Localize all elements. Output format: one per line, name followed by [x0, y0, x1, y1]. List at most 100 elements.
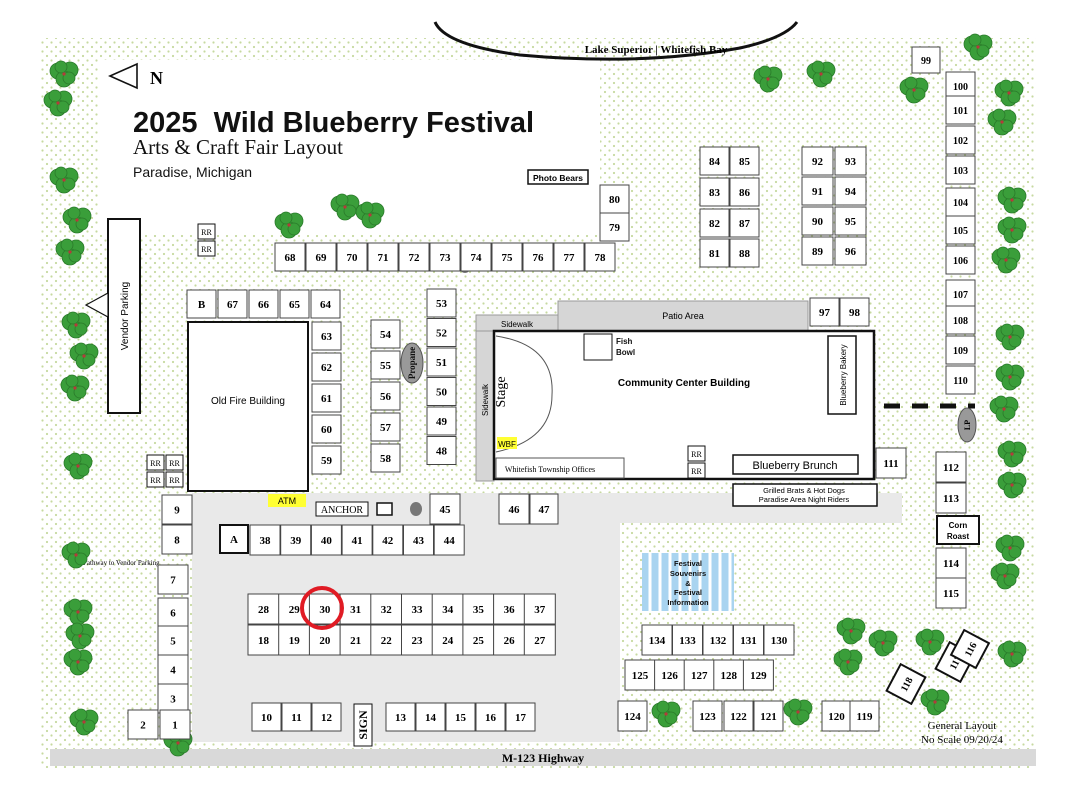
booth-B[interactable]: B	[186, 289, 217, 319]
booth-124[interactable]: 124	[617, 700, 648, 732]
booth-69[interactable]: 69	[305, 242, 337, 272]
booth-23[interactable]: 23	[401, 624, 433, 656]
booth-52[interactable]: 52	[426, 318, 457, 347]
booth-50[interactable]: 50	[426, 377, 457, 406]
booth-61[interactable]: 61	[311, 383, 342, 413]
booth-127[interactable]: 127	[683, 659, 715, 691]
booth-103[interactable]: 103	[945, 155, 976, 185]
booth-46[interactable]: 46	[498, 493, 530, 525]
booth-96[interactable]: 96	[834, 236, 867, 266]
booth-21[interactable]: 21	[339, 624, 372, 656]
booth-93[interactable]: 93	[834, 146, 867, 176]
booth-102[interactable]: 102	[945, 125, 976, 155]
booth-32[interactable]: 32	[370, 593, 403, 625]
booth-87[interactable]: 87	[729, 208, 760, 238]
booth-1[interactable]: 1	[159, 709, 191, 740]
booth-41[interactable]: 41	[341, 524, 373, 556]
booth-91[interactable]: 91	[801, 176, 834, 206]
booth-67[interactable]: 67	[217, 289, 248, 319]
booth-38[interactable]: 38	[249, 524, 281, 556]
booth-90[interactable]: 90	[801, 206, 834, 236]
booth-123[interactable]: 123	[692, 700, 723, 732]
booth-122[interactable]: 122	[723, 700, 754, 732]
booth-121[interactable]: 121	[753, 700, 784, 732]
booth-36[interactable]: 36	[493, 593, 526, 625]
booth-68[interactable]: 68	[274, 242, 306, 272]
booth-55[interactable]: 55	[370, 350, 401, 380]
booth-134[interactable]: 134	[641, 624, 673, 656]
booth-28[interactable]: 28	[247, 593, 280, 625]
booth-75[interactable]: 75	[491, 242, 523, 272]
booth-65[interactable]: 65	[279, 289, 310, 319]
booth-39[interactable]: 39	[280, 524, 312, 556]
booth-100[interactable]: 100	[945, 71, 976, 101]
booth-80[interactable]: 80	[599, 184, 630, 214]
booth-130[interactable]: 130	[763, 624, 795, 656]
booth-27[interactable]: 27	[523, 624, 556, 656]
booth-6[interactable]: 6	[157, 597, 189, 628]
booth-128[interactable]: 128	[713, 659, 745, 691]
booth-56[interactable]: 56	[370, 381, 401, 411]
booth-53[interactable]: 53	[426, 288, 457, 318]
booth-99[interactable]: 99	[911, 46, 941, 74]
booth-54[interactable]: 54	[370, 319, 401, 349]
booth-120[interactable]: 120	[821, 700, 852, 732]
booth-79[interactable]: 79	[599, 212, 630, 242]
booth-13[interactable]: 13	[385, 702, 416, 732]
booth-129[interactable]: 129	[742, 659, 774, 691]
booth-85[interactable]: 85	[729, 146, 760, 176]
booth-17[interactable]: 17	[505, 702, 536, 732]
booth-74[interactable]: 74	[460, 242, 492, 272]
booth-119[interactable]: 119	[849, 700, 880, 732]
booth-16[interactable]: 16	[475, 702, 506, 732]
booth-132[interactable]: 132	[702, 624, 734, 656]
booth-84[interactable]: 84	[699, 146, 730, 176]
booth-125[interactable]: 125	[624, 659, 656, 691]
booth-78[interactable]: 78	[584, 242, 616, 272]
booth-15[interactable]: 15	[445, 702, 476, 732]
booth-12[interactable]: 12	[311, 702, 342, 732]
booth-5[interactable]: 5	[157, 625, 189, 656]
booth-112[interactable]: 112	[935, 451, 967, 483]
booth-24[interactable]: 24	[431, 624, 464, 656]
booth-66[interactable]: 66	[248, 289, 279, 319]
booth-58[interactable]: 58	[370, 443, 401, 473]
booth-98[interactable]: 98	[839, 297, 870, 327]
booth-76[interactable]: 76	[522, 242, 554, 272]
booth-73[interactable]: 73	[429, 242, 461, 272]
booth-3[interactable]: 3	[157, 683, 189, 714]
booth-42[interactable]: 42	[372, 524, 404, 556]
booth-2[interactable]: 2	[127, 709, 159, 740]
booth-49[interactable]: 49	[426, 406, 457, 436]
booth-11[interactable]: 11	[281, 702, 312, 732]
booth-116[interactable]: 116	[949, 628, 991, 670]
booth-113[interactable]: 113	[935, 482, 967, 514]
booth-25[interactable]: 25	[462, 624, 495, 656]
booth-34[interactable]: 34	[431, 593, 464, 625]
booth-4[interactable]: 4	[157, 654, 189, 685]
booth-95[interactable]: 95	[834, 206, 867, 236]
booth-97[interactable]: 97	[809, 297, 840, 327]
booth-83[interactable]: 83	[699, 177, 730, 207]
booth-30[interactable]: 30	[308, 593, 341, 625]
booth-109[interactable]: 109	[945, 335, 976, 365]
booth-110[interactable]: 110	[945, 365, 976, 395]
booth-48[interactable]: 48	[426, 436, 457, 465]
booth-86[interactable]: 86	[729, 177, 760, 207]
booth-22[interactable]: 22	[370, 624, 403, 656]
booth-60[interactable]: 60	[311, 414, 342, 444]
booth-108[interactable]: 108	[945, 305, 976, 335]
booth-92[interactable]: 92	[801, 146, 834, 176]
booth-81[interactable]: 81	[699, 238, 730, 268]
booth-62[interactable]: 62	[311, 352, 342, 382]
booth-45[interactable]: 45	[429, 493, 461, 525]
booth-118[interactable]: 118	[885, 662, 927, 706]
booth-18[interactable]: 18	[247, 624, 280, 656]
booth-105[interactable]: 105	[945, 215, 976, 245]
booth-72[interactable]: 72	[398, 242, 430, 272]
booth-A[interactable]: A	[219, 524, 249, 554]
booth-126[interactable]: 126	[654, 659, 686, 691]
booth-64[interactable]: 64	[310, 289, 341, 319]
booth-63[interactable]: 63	[311, 321, 342, 351]
booth-111[interactable]: 111	[875, 447, 907, 479]
